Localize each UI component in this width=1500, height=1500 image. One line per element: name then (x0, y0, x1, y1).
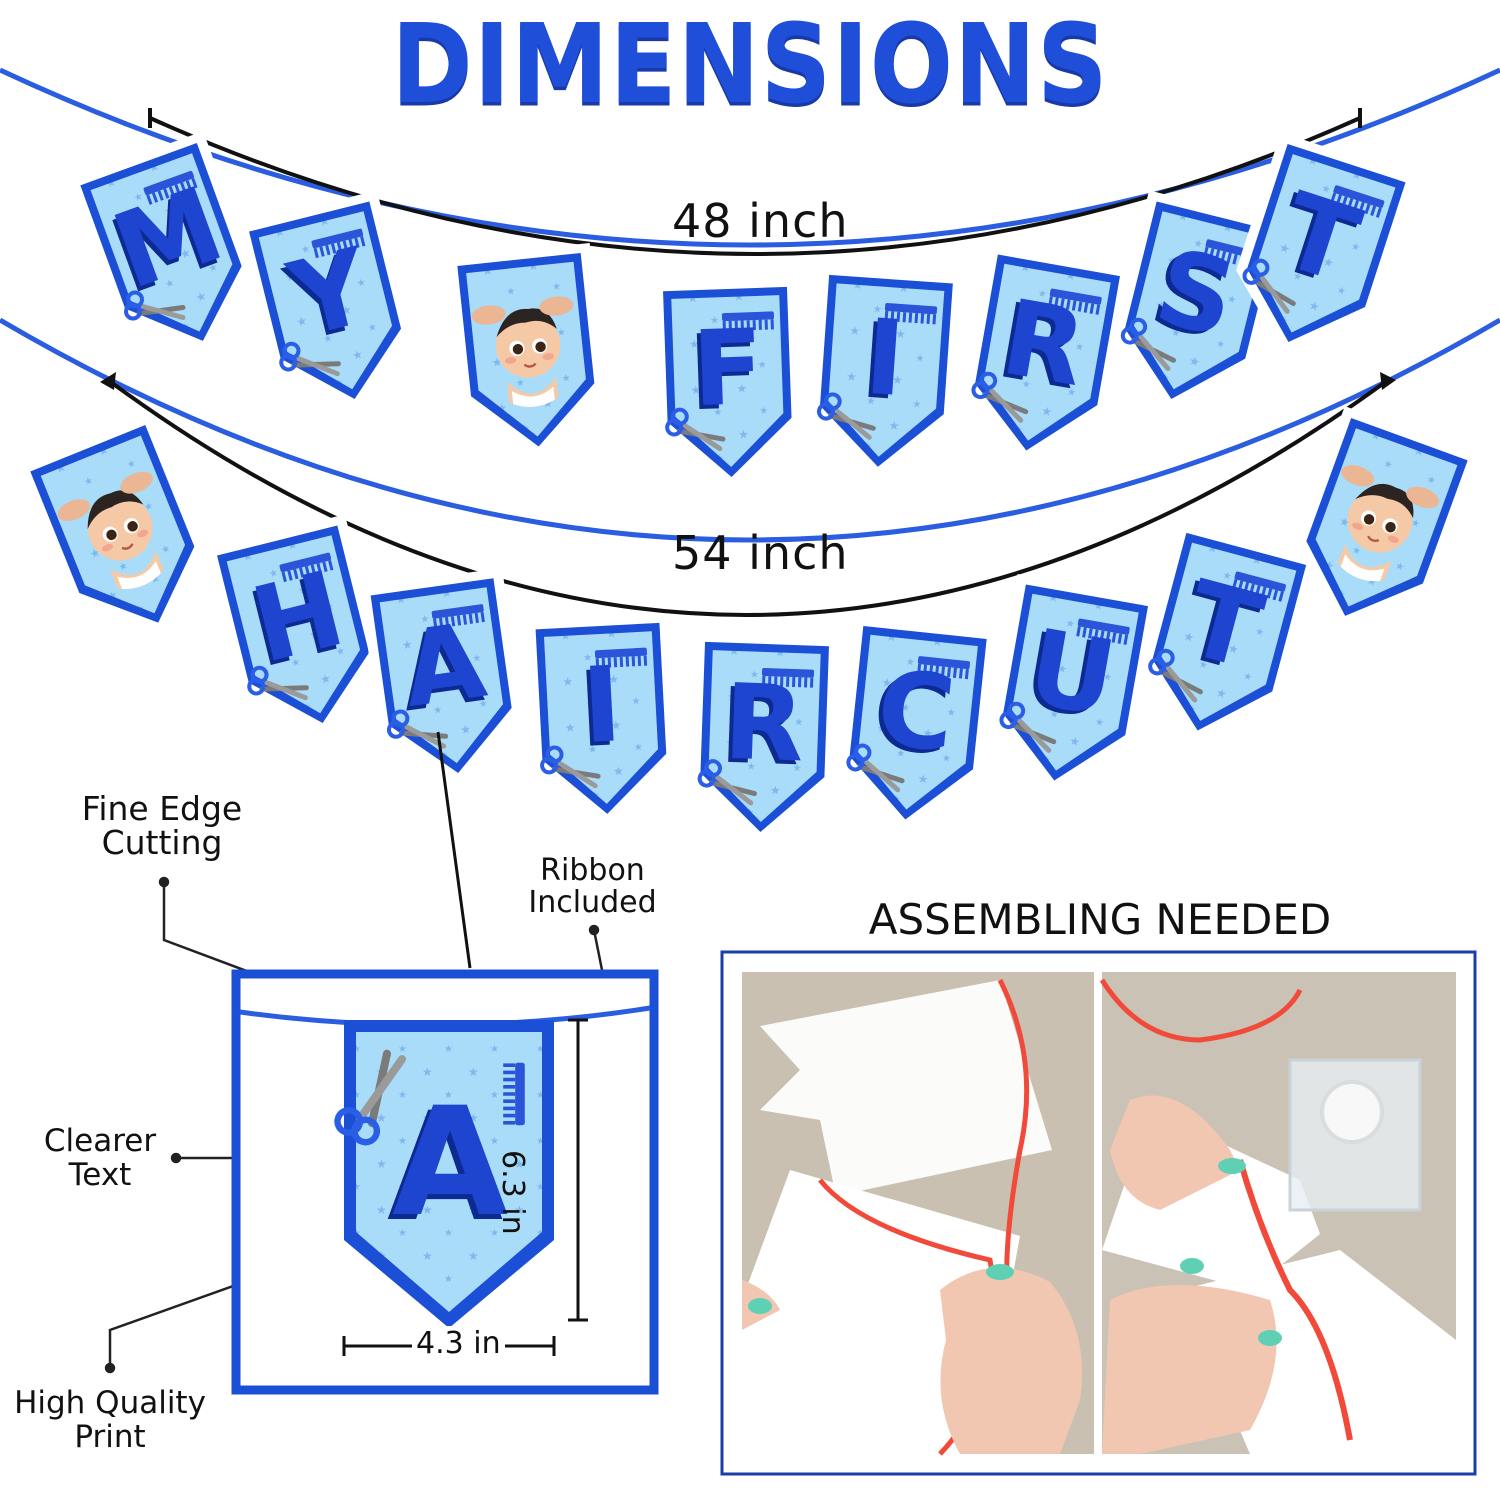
height-label: 6.3 in (495, 1150, 530, 1235)
bottom-banner-flag (688, 632, 840, 848)
callout-high-quality: High Quality Print (14, 1385, 206, 1455)
bottom-banner-flag (525, 613, 680, 831)
bottom-banner-flag (832, 615, 998, 840)
top-banner-flags (67, 131, 1418, 493)
detail-flag (333, 1020, 554, 1328)
bottom-banner-flag (1273, 406, 1481, 653)
top-banner-flag (446, 242, 612, 467)
detail-flag-letter: A (391, 1076, 509, 1250)
callout-fine-edge: Fine Edge Cutting (81, 789, 243, 862)
top-banner-flag (652, 277, 804, 493)
assembly-heading: ASSEMBLING NEEDED (868, 895, 1332, 944)
width-label: 4.3 in (412, 1326, 505, 1361)
top-length-label: 48 inch (672, 194, 849, 248)
bottom-ribbon (0, 317, 1500, 543)
bottom-banner-flag (981, 573, 1160, 806)
bottom-measure-line (106, 378, 1390, 617)
callout-clearer-text: Clearer Text (43, 1123, 157, 1193)
bottom-banner-flag (1124, 521, 1319, 762)
bottom-banner-flag (17, 412, 230, 662)
top-banner-flag (237, 190, 428, 430)
top-banner-flag (805, 265, 964, 485)
page-title: DIMENSIONS (391, 1, 1109, 129)
bottom-length-label: 54 inch (672, 526, 849, 580)
callout-ribbon: Ribbon Included (528, 853, 657, 920)
assembly-photo-right (1099, 972, 1456, 1454)
top-measure-line (149, 116, 1361, 256)
assembly-photo-left (742, 972, 1094, 1456)
bottom-banner-flag (359, 567, 532, 796)
top-banner-flag (953, 243, 1132, 476)
top-banner-flag (67, 131, 275, 378)
